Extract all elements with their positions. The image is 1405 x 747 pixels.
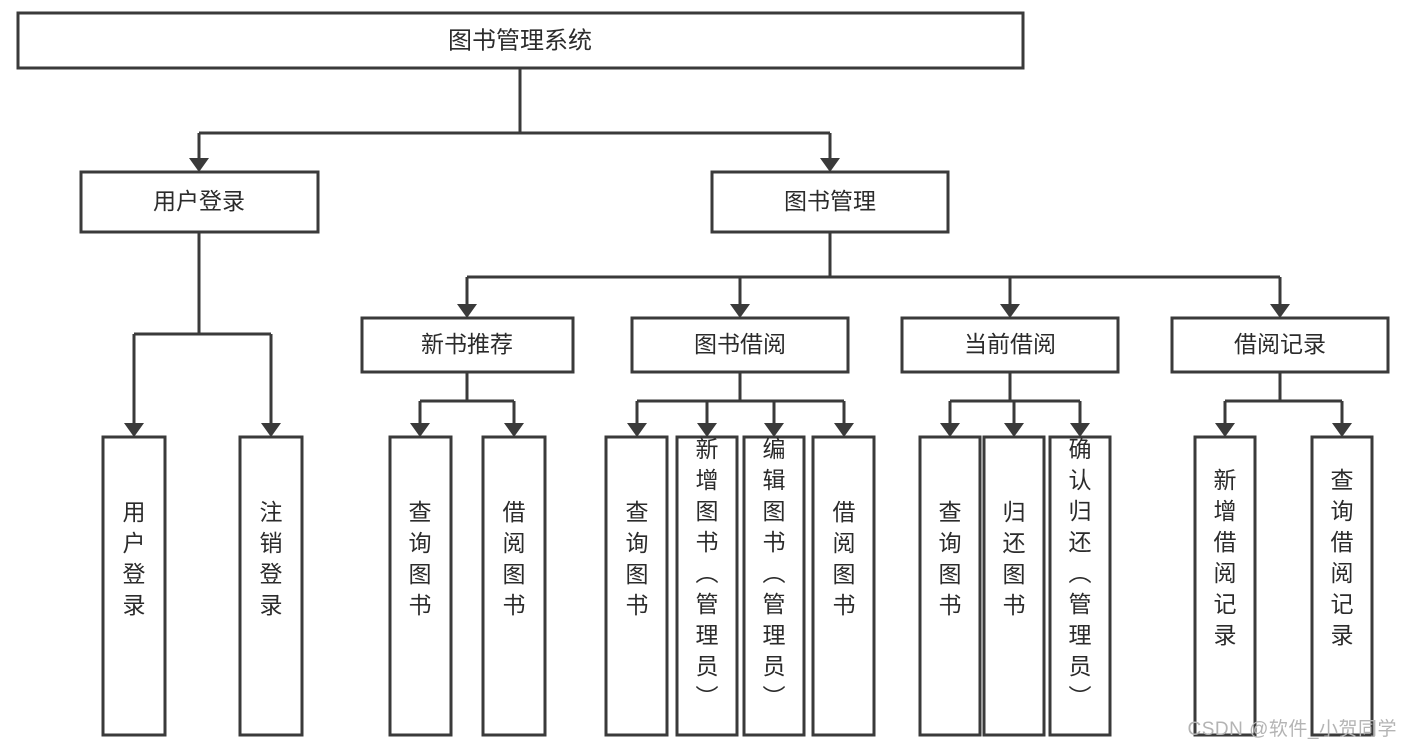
leaf-box	[604, 435, 669, 737]
arrowhead-current-borrow	[1000, 304, 1020, 318]
leaf-new-book-query[interactable]: 查询图书	[388, 435, 453, 737]
node-borrow-record-label: 借阅记录	[1234, 331, 1326, 357]
node-borrow-record-box	[1170, 316, 1390, 374]
leaf-label: 新增图书︵管理员︶	[696, 436, 719, 710]
arrowhead-book-borrow-leaf-1	[627, 423, 647, 437]
node-book-management-box	[710, 170, 950, 234]
arrowhead-borrow-record	[1270, 304, 1290, 318]
leaf-box	[101, 435, 167, 737]
arrowhead-book-borrow-leaf-4	[834, 423, 854, 437]
leaf-box	[238, 435, 304, 737]
leaf-box	[742, 435, 806, 737]
leaf-label: 查询图书	[939, 499, 962, 618]
leaf-user-login-logout[interactable]: 注销登录	[238, 435, 304, 737]
node-new-book-recommend-label: 新书推荐	[421, 331, 513, 357]
leaf-box	[1048, 435, 1112, 737]
leaf-book-borrow-query[interactable]: 查询图书	[604, 435, 669, 737]
leaf-label: 新增借阅记录	[1214, 467, 1237, 648]
leaf-book-borrow-borrow[interactable]: 借阅图书	[811, 435, 876, 737]
leaf-box	[675, 435, 739, 737]
leaf-box	[481, 435, 547, 737]
arrowhead-book-borrow-leaf-3	[764, 423, 784, 437]
node-borrow-record[interactable]: 借阅记录	[1170, 316, 1390, 374]
leaf-box	[982, 435, 1046, 737]
node-book-management-label: 图书管理	[784, 188, 876, 214]
leaf-label: 确认归还︵管理员︶	[1069, 436, 1092, 710]
arrowhead-borrow-record-leaf-1	[1215, 423, 1235, 437]
node-new-book-recommend[interactable]: 新书推荐	[360, 316, 575, 374]
leaf-label: 归还图书	[1003, 499, 1026, 618]
leaf-label: 注销登录	[260, 499, 283, 618]
leaf-borrow-record-query[interactable]: 查询借阅记录	[1310, 435, 1374, 737]
node-root-box	[16, 11, 1025, 70]
arrowhead-book-borrow	[730, 304, 750, 318]
leaf-label: 借阅图书	[833, 499, 856, 618]
node-current-borrow-box	[900, 316, 1120, 374]
connector-layer	[124, 68, 1352, 437]
leaf-box	[388, 435, 453, 737]
leaf-box	[918, 435, 982, 737]
node-new-book-recommend-box	[360, 316, 575, 374]
node-user-login-label: 用户登录	[153, 188, 245, 214]
arrowhead-new-book-leaf-2	[504, 423, 524, 437]
leaf-label: 借阅图书	[503, 499, 526, 618]
node-current-borrow[interactable]: 当前借阅	[900, 316, 1120, 374]
node-book-management[interactable]: 图书管理	[710, 170, 950, 234]
leaf-book-borrow-add[interactable]: 新增图书︵管理员︶	[675, 435, 739, 737]
leaf-label: 编辑图书︵管理员︶	[763, 436, 786, 710]
leaf-label: 查询图书	[409, 499, 432, 618]
node-current-borrow-label: 当前借阅	[964, 331, 1056, 357]
leaf-label: 查询图书	[626, 499, 649, 618]
leaf-new-book-borrow[interactable]: 借阅图书	[481, 435, 547, 737]
node-root-label: 图书管理系统	[448, 27, 592, 54]
leaf-box	[1310, 435, 1374, 737]
leaf-label: 用户登录	[123, 499, 146, 618]
arrowhead-user-login	[189, 158, 209, 172]
arrowhead-current-borrow-leaf-3	[1070, 423, 1090, 437]
arrowhead-current-borrow-leaf-2	[1004, 423, 1024, 437]
leaf-current-borrow-query[interactable]: 查询图书	[918, 435, 982, 737]
leaf-box	[1193, 435, 1257, 737]
arrowhead-user-login-leaf-2	[261, 423, 281, 437]
arrowhead-book-borrow-leaf-2	[697, 423, 717, 437]
arrowhead-current-borrow-leaf-1	[940, 423, 960, 437]
leaf-box	[811, 435, 876, 737]
node-book-borrow[interactable]: 图书借阅	[630, 316, 850, 374]
node-user-login-box	[79, 170, 320, 234]
leaf-book-borrow-edit[interactable]: 编辑图书︵管理员︶	[742, 435, 806, 737]
arrowhead-new-book-leaf-1	[410, 423, 430, 437]
leaf-current-borrow-confirm[interactable]: 确认归还︵管理员︶	[1048, 435, 1112, 737]
leaf-borrow-record-add[interactable]: 新增借阅记录	[1193, 435, 1257, 737]
leaf-user-login-login[interactable]: 用户登录	[101, 435, 167, 737]
node-book-borrow-label: 图书借阅	[694, 331, 786, 357]
arrowhead-user-login-leaf-1	[124, 423, 144, 437]
arrowhead-book-manage	[820, 158, 840, 172]
csdn-watermark: CSDN @软件_小贺同学	[1187, 719, 1397, 740]
leaf-label: 查询借阅记录	[1331, 467, 1354, 648]
node-root-system[interactable]: 图书管理系统	[16, 11, 1025, 70]
arrowhead-borrow-record-leaf-2	[1332, 423, 1352, 437]
node-user-login[interactable]: 用户登录	[79, 170, 320, 234]
leaf-current-borrow-return[interactable]: 归还图书	[982, 435, 1046, 737]
node-book-borrow-box	[630, 316, 850, 374]
arrowhead-new-book	[457, 304, 477, 318]
